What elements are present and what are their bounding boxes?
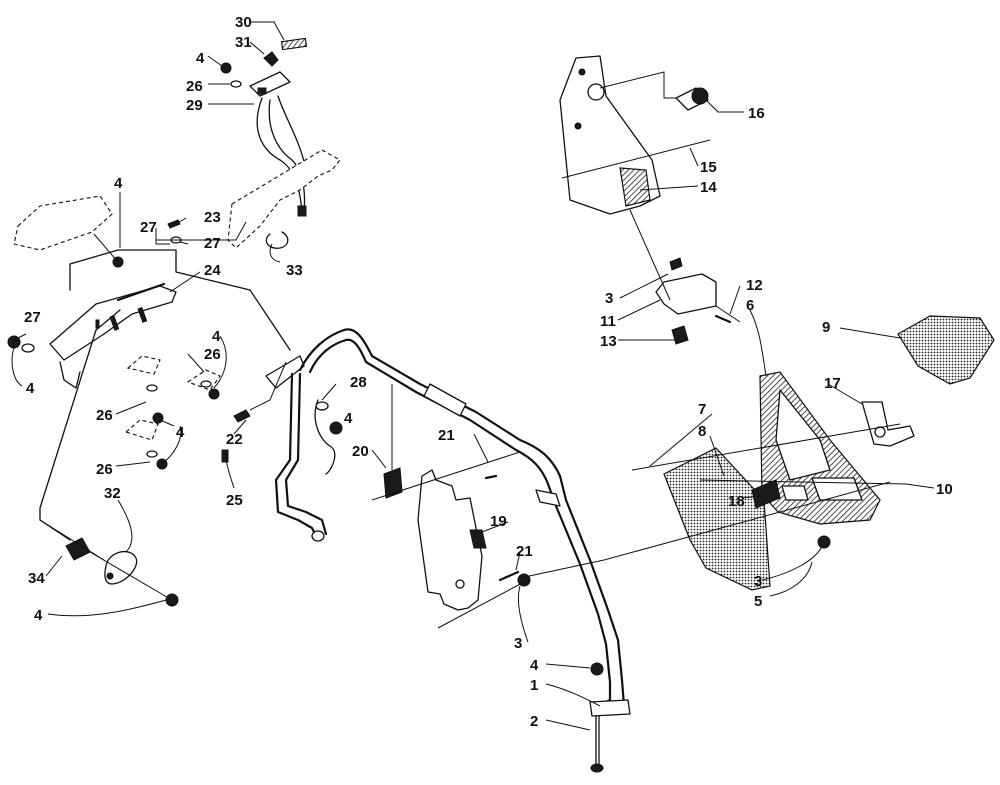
- callout-21: 21: [516, 543, 533, 560]
- callout-20: 20: [352, 443, 369, 460]
- callout-23: 23: [204, 209, 221, 226]
- nut-16: [675, 87, 709, 111]
- callout-24: 24: [204, 262, 221, 279]
- mounting-bracket: [49, 282, 177, 389]
- callout-30: 30: [235, 14, 252, 31]
- callout-4: 4: [34, 607, 43, 624]
- callout-25: 25: [226, 492, 243, 509]
- callout-27: 27: [24, 309, 41, 326]
- callout-16: 16: [748, 105, 765, 122]
- callout-3: 3: [514, 635, 522, 652]
- callout-6: 6: [746, 297, 754, 314]
- callout-26: 26: [96, 407, 113, 424]
- callout-12: 12: [746, 277, 763, 294]
- small-plate: [186, 369, 221, 391]
- callout-17: 17: [824, 375, 841, 392]
- cover-plate-outline: [13, 195, 113, 251]
- callout-27: 27: [204, 235, 221, 252]
- small-plate: [126, 355, 161, 375]
- callout-5: 5: [754, 593, 762, 610]
- washer: [315, 401, 329, 411]
- callout-26: 26: [186, 78, 203, 95]
- fasteners: [7, 62, 251, 607]
- nut: [590, 662, 604, 676]
- screw: [484, 474, 498, 480]
- upper-bracket: [559, 55, 661, 215]
- callout-3: 3: [754, 573, 762, 590]
- snap-ring: [265, 231, 289, 249]
- callout-13: 13: [600, 333, 617, 350]
- screw: [498, 570, 520, 582]
- mesh-panel: [663, 447, 771, 591]
- callout-33: 33: [286, 262, 303, 279]
- callout-4: 4: [196, 50, 205, 67]
- callout-28: 28: [350, 374, 367, 391]
- main-bar: [298, 328, 631, 717]
- bolt: [590, 715, 604, 773]
- callout-18: 18: [728, 493, 745, 510]
- assembly-guide-line: [39, 309, 121, 521]
- callout-1: 1: [530, 677, 538, 694]
- callout-26: 26: [96, 461, 113, 478]
- callout-22: 22: [226, 431, 243, 448]
- callout-9: 9: [822, 319, 830, 336]
- clamp: [655, 257, 732, 345]
- callout-26: 26: [204, 346, 221, 363]
- callout-3: 3: [605, 290, 613, 307]
- panel-9: [897, 315, 995, 385]
- cable: [314, 399, 336, 475]
- callout-4: 4: [114, 175, 123, 192]
- callout-4: 4: [212, 328, 221, 345]
- callout-14: 14: [700, 179, 717, 196]
- side-panel: [759, 371, 881, 525]
- callout-29: 29: [186, 97, 203, 114]
- callout-11: 11: [600, 313, 616, 330]
- callout-8: 8: [698, 423, 706, 440]
- callout-32: 32: [104, 485, 121, 502]
- bracket-17: [861, 401, 915, 447]
- callout-34: 34: [28, 570, 45, 587]
- shield-plate: [417, 469, 487, 611]
- callout-2: 2: [530, 713, 538, 730]
- callout-27: 27: [140, 219, 157, 236]
- nut: [329, 421, 343, 435]
- callout-31: 31: [235, 34, 252, 51]
- spacer: [751, 479, 781, 509]
- bushing: [383, 467, 403, 499]
- callout-15: 15: [700, 159, 717, 176]
- callout-4: 4: [530, 657, 539, 674]
- callout-7: 7: [698, 401, 706, 418]
- wiring-harness: [227, 37, 341, 249]
- callout-4: 4: [26, 380, 35, 397]
- callout-19: 19: [490, 513, 507, 530]
- callout-leaders: [11, 21, 935, 731]
- assembly-guide-line: [69, 249, 291, 351]
- callout-4: 4: [344, 410, 353, 427]
- spacer-and-link: [65, 537, 173, 601]
- nut: [817, 535, 831, 549]
- callout-labels: 30 31 4 26 29 16 15 14 4 23 27 27 33 24 …: [24, 14, 953, 730]
- callout-4: 4: [176, 424, 185, 441]
- small-plate: [124, 419, 159, 441]
- callout-21: 21: [438, 427, 455, 444]
- handlebar-lever: [265, 355, 328, 542]
- callout-10: 10: [936, 481, 953, 498]
- assembly-lines: [39, 71, 907, 629]
